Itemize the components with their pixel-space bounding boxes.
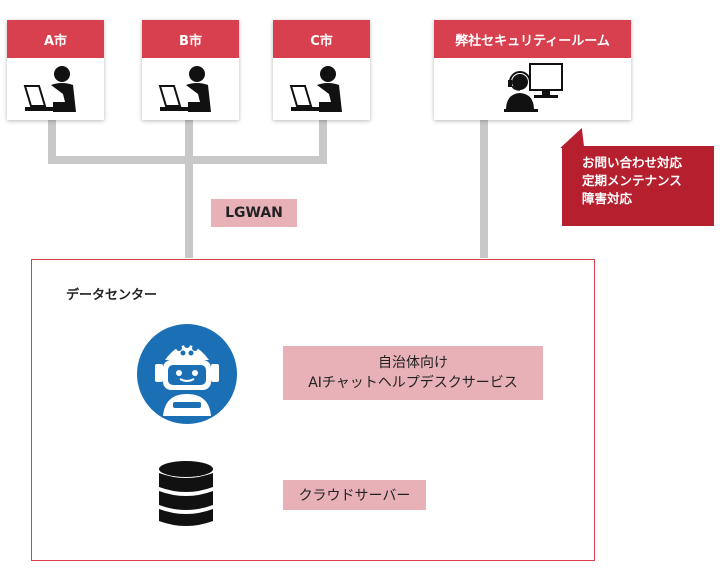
city-c-card: C市	[273, 20, 370, 120]
city-b-label: B市	[142, 20, 239, 58]
data-center-box: データセンター 自治体向け AIチャットヘルプデスクサービス クラウドサーバー	[31, 259, 595, 561]
callout-pointer	[560, 128, 596, 148]
city-a-card: A市	[7, 20, 104, 120]
database-icon	[159, 461, 213, 526]
laptop-user-icon	[23, 66, 76, 112]
city-a-label: A市	[7, 20, 104, 58]
ai-service-line-1: 自治体向け	[378, 355, 448, 371]
laptop-user-icon	[289, 66, 342, 112]
connector-c-down	[319, 120, 327, 164]
support-callout: お問い合わせ対応 定期メンテナンス 障害対応	[562, 146, 714, 226]
connector-b-down	[185, 120, 193, 258]
laptop-user-icon	[158, 66, 211, 112]
lgwan-label: LGWAN	[211, 199, 297, 227]
ai-service-label: 自治体向け AIチャットヘルプデスクサービス	[283, 346, 543, 400]
ai-service-line-2: AIチャットヘルプデスクサービス	[308, 375, 518, 391]
operator-headset-icon	[504, 63, 563, 112]
data-center-title: データセンター	[66, 288, 158, 303]
callout-line-maintenance: 定期メンテナンス	[582, 173, 682, 188]
city-c-label: C市	[273, 20, 370, 58]
callout-line-incident: 障害対応	[582, 191, 633, 206]
connector-horizontal	[48, 156, 327, 164]
security-room-label: 弊社セキュリティールーム	[434, 20, 631, 58]
cloud-server-label: クラウドサーバー	[283, 480, 426, 510]
city-b-card: B市	[142, 20, 239, 120]
ai-robot-icon	[137, 324, 237, 424]
callout-line-inquiry: お問い合わせ対応	[582, 155, 683, 170]
connector-security-down	[480, 120, 488, 258]
connector-a-down	[48, 120, 56, 164]
security-room-card: 弊社セキュリティールーム	[434, 20, 631, 120]
